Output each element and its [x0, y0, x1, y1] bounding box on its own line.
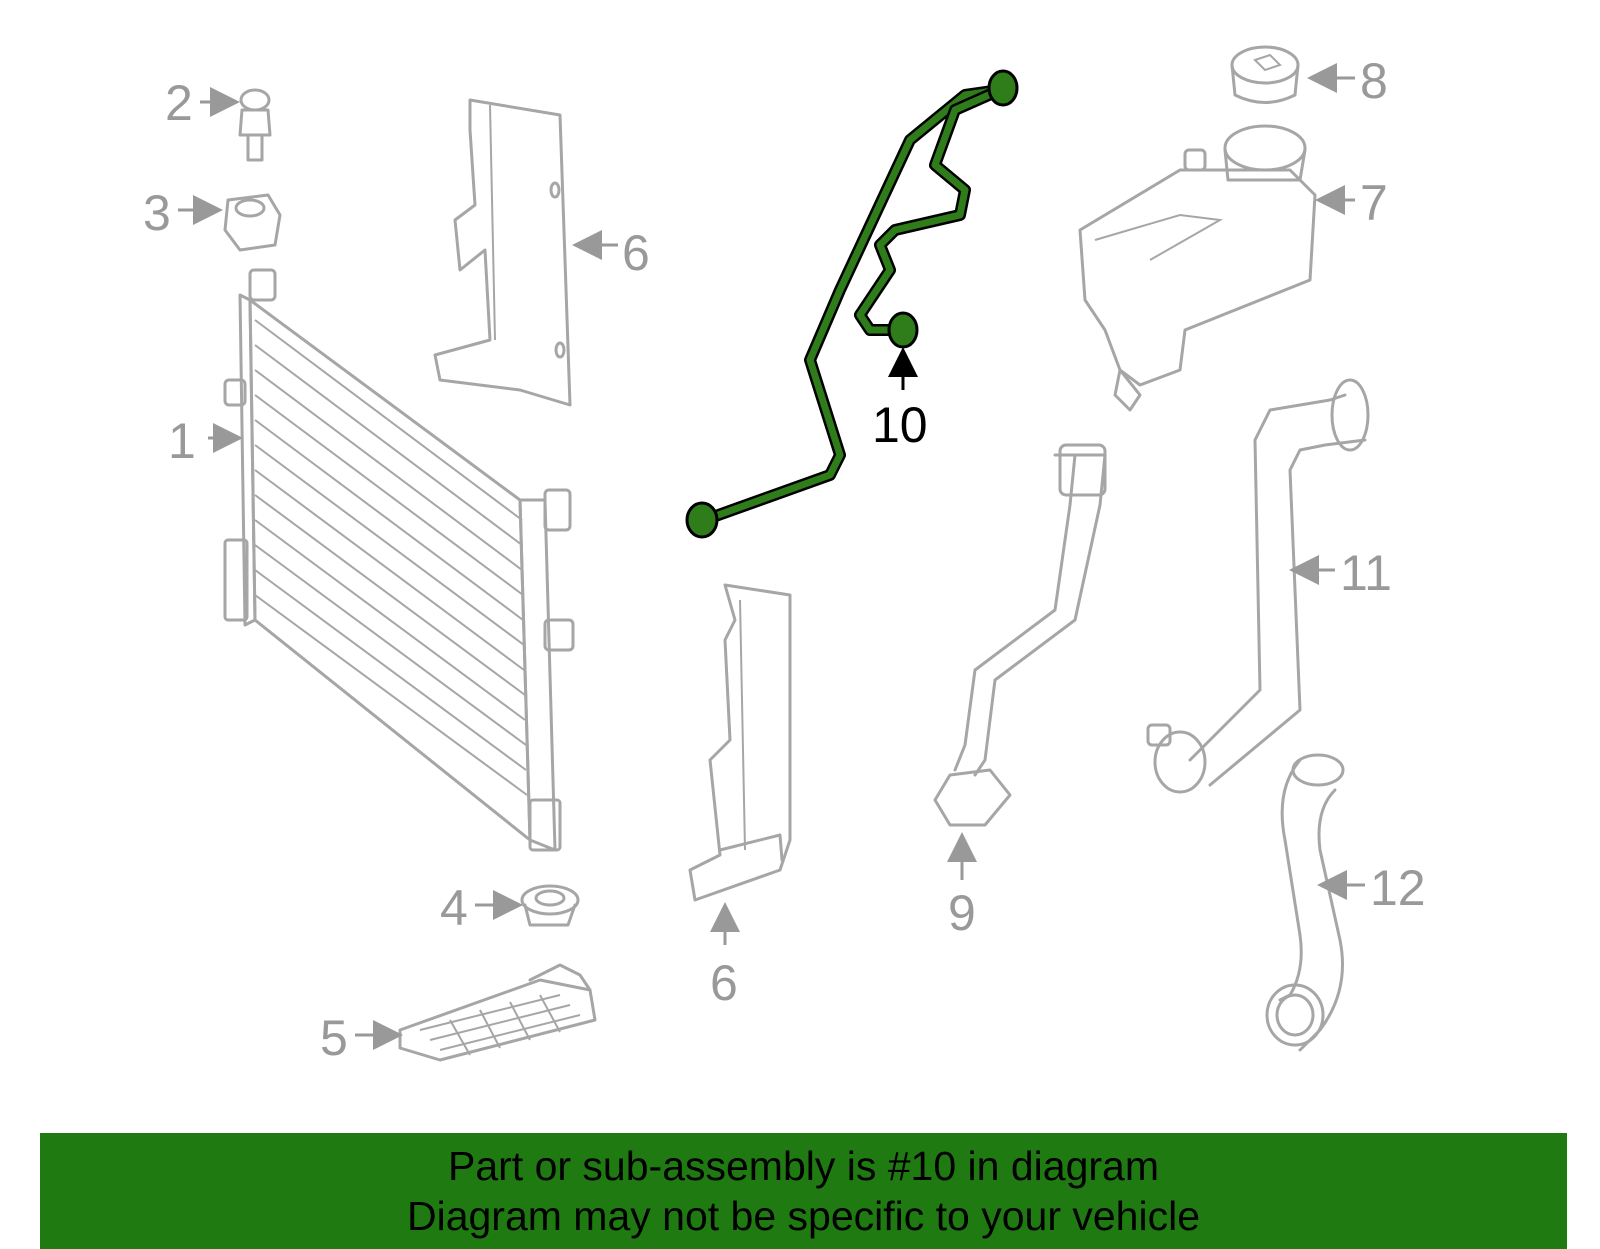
- radiator-part: [223, 268, 575, 852]
- tank-cap-part: [1230, 45, 1300, 104]
- clip-part: [238, 88, 272, 162]
- callout-10: 10: [872, 397, 928, 453]
- bracket-part: [398, 963, 597, 1062]
- parts-diagram: 1 2 3 4 5 6 6 7 8 9 10 11 12: [143, 45, 1426, 1066]
- hose-11-part: [1146, 378, 1370, 794]
- hose-12-part: [1265, 753, 1345, 1052]
- callout-11: 11: [1340, 545, 1392, 601]
- hose-9-part: [933, 443, 1107, 827]
- callout-6-upper: 6: [622, 225, 650, 281]
- grommet-part: [520, 884, 580, 927]
- callout-4: 4: [440, 880, 468, 936]
- callout-3: 3: [143, 185, 171, 241]
- callout-2: 2: [165, 75, 193, 131]
- vent-hose-part-10: [685, 69, 1019, 539]
- callout-arrows: [178, 63, 1365, 1050]
- callout-9: 9: [948, 885, 976, 941]
- callout-12: 12: [1370, 860, 1426, 916]
- callout-5: 5: [320, 1010, 348, 1066]
- callout-7: 7: [1360, 175, 1388, 231]
- banner-line-1: Part or sub-assembly is #10 in diagram: [448, 1143, 1159, 1189]
- air-guide-upper-part: [433, 98, 572, 407]
- callout-1: 1: [168, 413, 196, 469]
- info-banner: Part or sub-assembly is #10 in diagram D…: [40, 1133, 1567, 1249]
- banner-line-2: Diagram may not be specific to your vehi…: [406, 1193, 1200, 1239]
- expansion-tank-part: [1078, 124, 1317, 412]
- air-guide-lower-part: [688, 583, 792, 902]
- callout-6-lower: 6: [710, 955, 738, 1011]
- mount-part: [223, 193, 282, 252]
- callout-8: 8: [1360, 53, 1388, 109]
